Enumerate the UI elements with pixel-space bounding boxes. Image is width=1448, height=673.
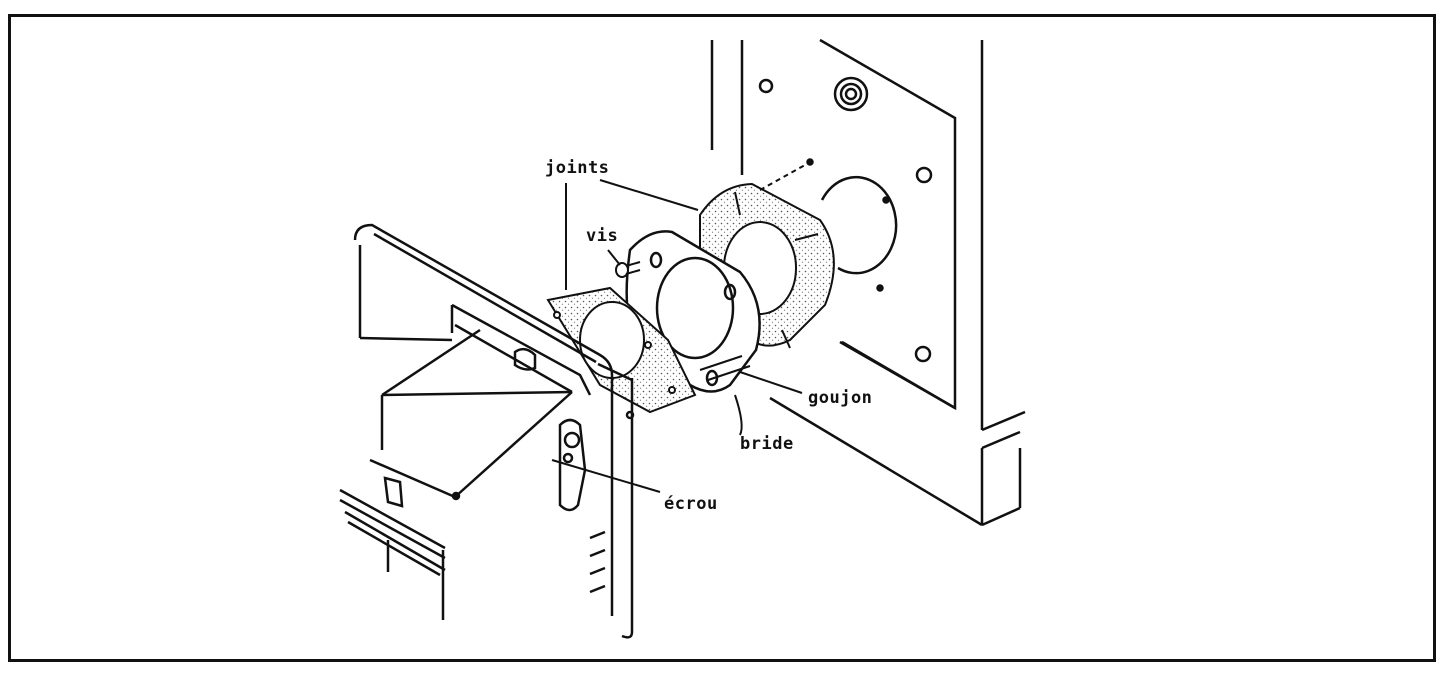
label-goujon: goujon	[808, 388, 873, 408]
front-gasket	[546, 286, 697, 414]
wall-panel	[710, 38, 1026, 527]
label-joints: joints	[545, 158, 610, 178]
screw	[615, 261, 641, 278]
leader-lines	[551, 179, 803, 493]
label-ecrou: écrou	[664, 494, 718, 514]
instrument-housing	[353, 223, 635, 639]
label-bride: bride	[740, 434, 794, 454]
mounting-rails	[339, 476, 446, 620]
label-vis: vis	[586, 226, 619, 246]
studs	[699, 164, 806, 381]
